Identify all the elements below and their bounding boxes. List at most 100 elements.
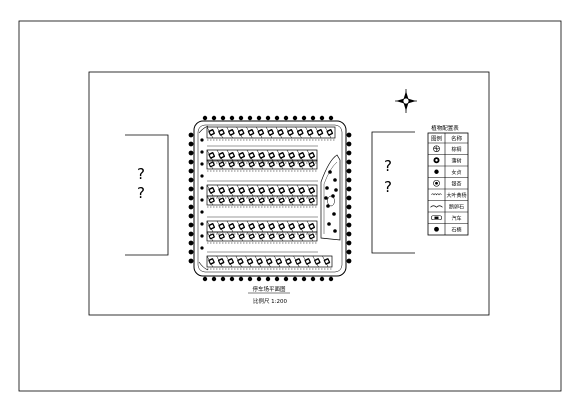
photinia-symbol-icon (434, 226, 439, 232)
legend-row-name: 大叶黄杨 (446, 192, 466, 199)
tree-symbol (331, 194, 335, 198)
tree-symbol (332, 212, 336, 216)
tree-symbol (292, 276, 298, 282)
tree-symbol (346, 240, 352, 246)
palm-symbol-icon (433, 145, 440, 153)
tree-symbol (334, 188, 338, 192)
tree-symbol (188, 186, 194, 192)
tree-symbol (274, 115, 280, 121)
tree-symbol (274, 276, 280, 282)
outer-border (18, 20, 562, 392)
tree-symbol (202, 276, 208, 282)
tree-symbol (188, 204, 194, 210)
legend-title: 植物配置表 (431, 124, 459, 132)
tree-symbol (200, 234, 204, 238)
tree-symbol (346, 186, 352, 192)
right-mark-1: ? (384, 157, 392, 175)
tree-symbol (333, 229, 337, 233)
tree-symbol (346, 213, 352, 219)
tree-symbol (328, 276, 334, 282)
tree-symbol (200, 210, 204, 214)
tree-symbol (200, 162, 204, 166)
tree-symbol (346, 204, 352, 210)
tree-symbol (326, 204, 330, 208)
tree-symbol (188, 213, 194, 219)
parking-lot-outline (193, 120, 347, 277)
planting-bed (320, 154, 341, 241)
tree-symbol (247, 115, 253, 121)
tree-symbol (310, 115, 316, 121)
tree-symbol (247, 276, 253, 282)
inner-frame (88, 71, 490, 316)
plan-title: 停车场平面图 (252, 285, 286, 293)
parking-row (206, 195, 318, 208)
tree-symbol (188, 177, 194, 183)
parking-lot-inner-outline (197, 124, 343, 273)
left-mark-2: ? (137, 184, 145, 202)
tree-symbol (188, 249, 194, 255)
shrub-symbol-icon (433, 157, 440, 164)
parking-row (206, 159, 318, 172)
parking-row (206, 149, 318, 164)
tree-symbol (200, 186, 204, 190)
tree-symbol (200, 174, 204, 178)
tree-symbol (301, 276, 307, 282)
tree-symbol (229, 276, 235, 282)
tree-symbol (292, 115, 298, 121)
ginkgo-symbol-icon (433, 179, 440, 187)
legend-header-symbol: 图例 (431, 135, 443, 143)
tree-symbol (283, 276, 289, 282)
legend-row-name: 棕榈 (451, 146, 461, 153)
legend-row-name: 女贞 (451, 169, 461, 176)
left-mark-1: ? (137, 165, 145, 183)
tree-symbol (327, 222, 331, 226)
tree-symbol (324, 196, 328, 200)
tree-symbol (202, 115, 208, 121)
privet-symbol-icon (434, 169, 439, 174)
tree-symbol (188, 195, 194, 201)
parking-row (206, 231, 318, 244)
tree-symbol (346, 132, 352, 138)
tree-symbol (265, 115, 271, 121)
tree-symbol (346, 231, 352, 237)
tree-symbol (265, 276, 271, 282)
tree-symbol (346, 249, 352, 255)
legend-row-name: 鹅卵石 (449, 203, 464, 210)
tree-symbol (333, 178, 337, 182)
tree-symbol (188, 222, 194, 228)
tree-symbol (328, 170, 332, 174)
legend-row-name: 汽车 (451, 215, 461, 222)
tree-symbol (211, 276, 217, 282)
tree-symbol (346, 222, 352, 228)
tree-symbol (346, 150, 352, 156)
tree-symbol (256, 276, 262, 282)
tree-symbol (325, 186, 329, 190)
tree-symbol (346, 159, 352, 165)
tree-symbol (200, 138, 204, 142)
pebble-symbol-icon (430, 205, 443, 208)
tree-symbol (188, 150, 194, 156)
tree-symbol (200, 246, 204, 250)
parking-row (206, 255, 333, 270)
tree-symbol (211, 115, 217, 121)
legend-row-name: 石楠 (451, 226, 461, 233)
tree-symbol (188, 258, 194, 264)
left-bracket (125, 134, 169, 256)
tree-symbol (188, 231, 194, 237)
north-arrow-icon (395, 89, 417, 113)
tree-symbol (188, 240, 194, 246)
tree-symbol (200, 222, 204, 226)
tree-symbol (200, 198, 204, 202)
car-symbol-icon (431, 215, 442, 221)
tree-symbol (328, 115, 334, 121)
legend-header-name: 名称 (451, 135, 463, 143)
tree-symbol (346, 168, 352, 174)
parking-row (206, 126, 336, 141)
tree-symbol (346, 177, 352, 183)
legend-row-name: 蒲树 (451, 157, 461, 164)
tree-symbol (188, 132, 194, 138)
legend-row-name: 银杏 (451, 180, 461, 187)
right-bracket (371, 131, 415, 254)
